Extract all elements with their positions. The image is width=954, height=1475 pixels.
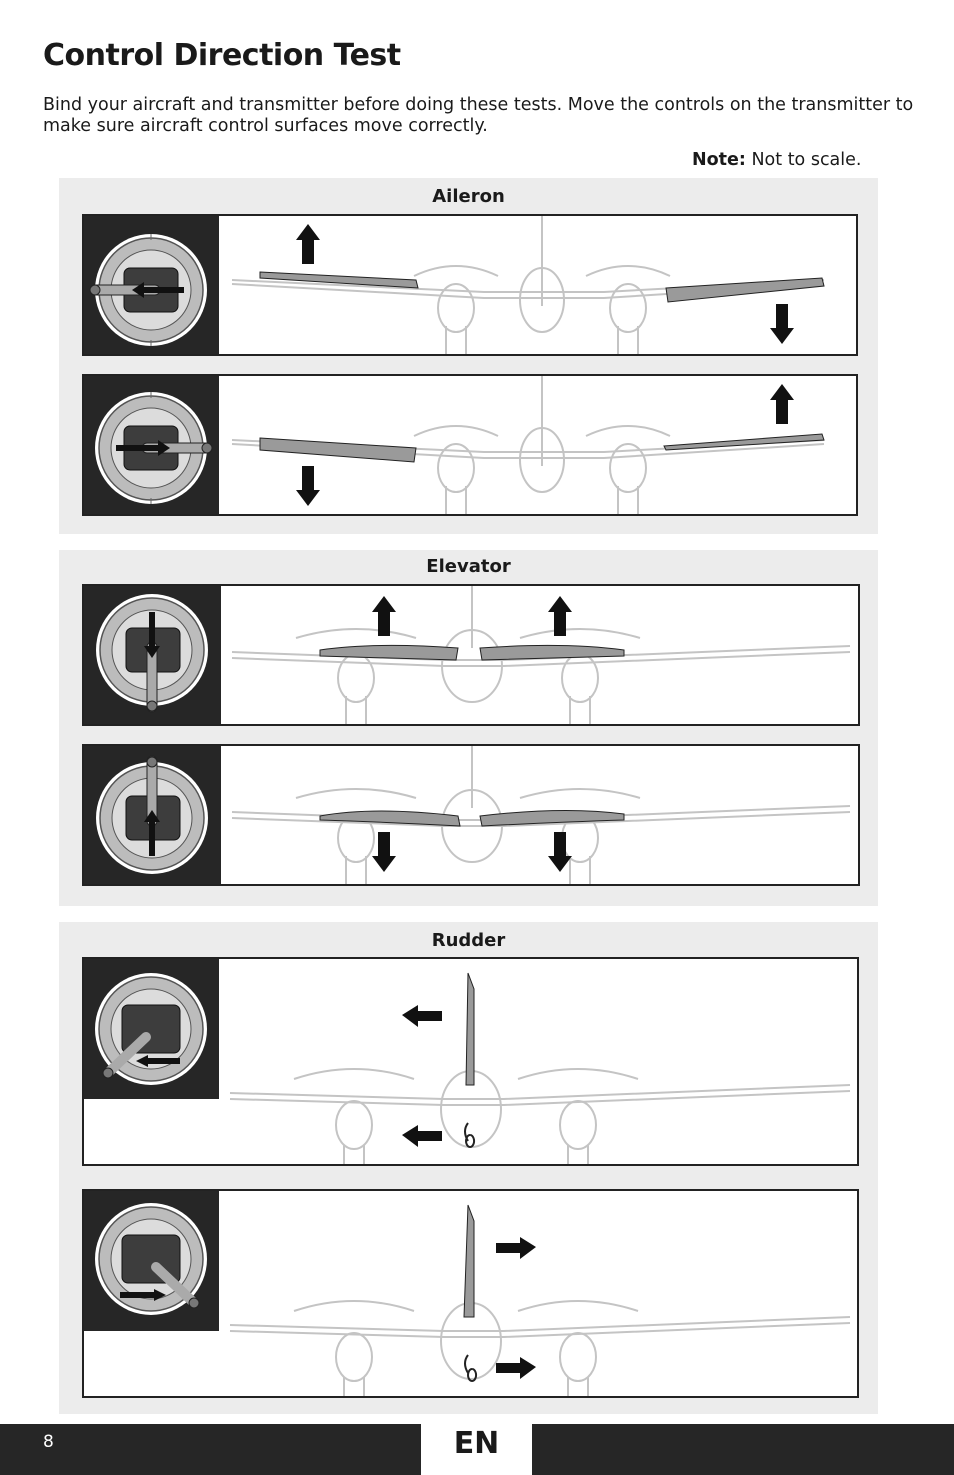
transmitter-stick-icon bbox=[95, 392, 213, 504]
aileron-section: Aileron bbox=[59, 178, 878, 534]
note-label: Note: bbox=[692, 150, 746, 170]
intro-paragraph: Bind your aircraft and transmitter befor… bbox=[43, 95, 914, 136]
transmitter-stick-icon bbox=[95, 973, 207, 1085]
arrow-up-icon bbox=[770, 384, 794, 424]
page-footer: 8 EN bbox=[0, 1424, 954, 1475]
aileron-right-illustration bbox=[84, 216, 825, 354]
arrow-left-icon bbox=[402, 1125, 442, 1147]
arrow-down-icon bbox=[548, 832, 572, 872]
elevator-down-panel bbox=[82, 744, 860, 886]
rudder-right-panel bbox=[82, 1189, 859, 1398]
aircraft-front-view-icon bbox=[229, 1068, 851, 1164]
arrow-up-icon bbox=[372, 596, 396, 636]
footer-bar-left: 8 bbox=[0, 1424, 421, 1475]
aircraft-front-view-icon bbox=[231, 746, 851, 884]
page-title: Control Direction Test bbox=[43, 38, 401, 73]
arrow-down-icon bbox=[296, 466, 320, 506]
aileron-right-panel bbox=[82, 214, 858, 356]
elevator-title: Elevator bbox=[426, 556, 511, 577]
page-number: 8 bbox=[43, 1432, 54, 1452]
aircraft-front-view-icon bbox=[229, 1300, 851, 1396]
rudder-left-illustration bbox=[84, 959, 851, 1164]
footer-bar-right bbox=[532, 1424, 954, 1475]
rudder-section: Rudder bbox=[59, 922, 878, 1414]
transmitter-stick-icon bbox=[96, 594, 208, 713]
arrow-down-icon bbox=[372, 832, 396, 872]
elevator-section: Elevator bbox=[59, 550, 878, 906]
arrow-right-icon bbox=[496, 1357, 536, 1379]
elevator-up-panel bbox=[82, 584, 860, 726]
arrow-up-icon bbox=[548, 596, 572, 636]
transmitter-stick-icon bbox=[96, 755, 208, 874]
elevator-down-illustration bbox=[84, 746, 851, 884]
elevator-up-illustration bbox=[84, 586, 851, 724]
note-text: Not to scale. bbox=[745, 150, 862, 170]
transmitter-stick-icon bbox=[95, 1203, 207, 1315]
rudder-left-panel bbox=[82, 957, 859, 1166]
arrow-up-icon bbox=[296, 224, 320, 264]
rudder-title: Rudder bbox=[431, 930, 506, 951]
language-tag: EN bbox=[453, 1426, 500, 1461]
arrow-left-icon bbox=[402, 1005, 442, 1027]
aileron-left-panel bbox=[82, 374, 858, 516]
aircraft-front-view-icon bbox=[231, 376, 825, 514]
scale-note: Note: Not to scale. bbox=[692, 150, 861, 170]
rudder-right-illustration bbox=[84, 1191, 851, 1396]
aileron-title: Aileron bbox=[432, 186, 505, 207]
transmitter-stick-icon bbox=[89, 234, 207, 346]
arrow-down-icon bbox=[770, 304, 794, 344]
arrow-right-icon bbox=[496, 1237, 536, 1259]
aileron-left-illustration bbox=[84, 376, 825, 514]
